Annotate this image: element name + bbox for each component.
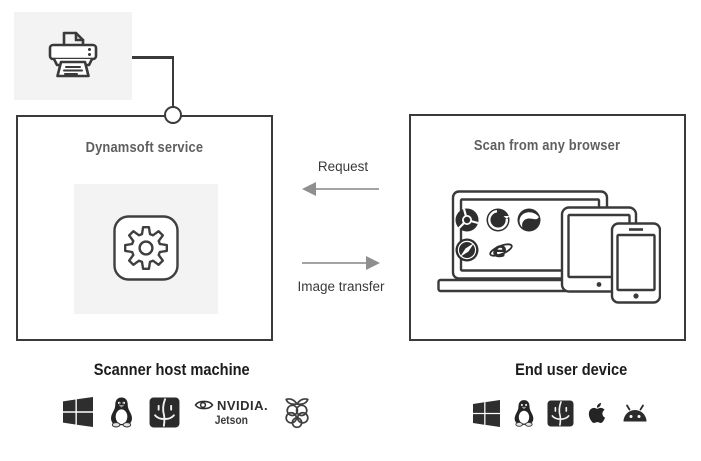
nvidia-jetson-logo: NVIDIA. Jetson [194, 398, 268, 426]
macos-finder-icon [149, 397, 180, 427]
right-box-title: Scan from any browser [474, 137, 621, 154]
devices-illustration: e [437, 190, 661, 304]
end-user-platforms [472, 398, 650, 428]
internet-explorer-icon: e [489, 238, 513, 262]
gear-icon [113, 215, 179, 281]
request-arrowhead-icon [302, 182, 316, 196]
raspberry-pi-icon [285, 398, 309, 429]
jetson-text: Jetson [214, 413, 248, 427]
scanner-host-box: Dynamsoft service [16, 115, 273, 341]
linux-tux-icon [514, 400, 534, 427]
image-transfer-label: Image transfer [297, 279, 385, 294]
windows-icon [63, 397, 93, 427]
browser-icons: e [455, 208, 541, 262]
connector-line-horizontal [132, 56, 173, 59]
android-icon [623, 404, 647, 422]
linux-tux-icon [111, 397, 132, 428]
connector-node [164, 106, 182, 124]
safari-icon [455, 238, 479, 262]
edge-icon [517, 208, 541, 232]
macos-finder-icon [547, 399, 574, 427]
printer-scanner-icon [48, 31, 98, 78]
nvidia-eye-icon [194, 400, 214, 410]
nvidia-brand-text: NVIDIA. [217, 397, 269, 413]
svg-text:e: e [493, 238, 507, 262]
left-box-title: Dynamsoft service [85, 139, 204, 156]
left-caption: Scanner host machine [93, 360, 250, 379]
image-transfer-arrow-shaft [302, 262, 367, 264]
image-transfer-arrowhead-icon [366, 256, 380, 270]
connector-line-vertical [171, 56, 174, 107]
smartphone-icon [610, 222, 661, 304]
printer-panel [14, 12, 132, 100]
request-arrow-shaft [314, 188, 379, 190]
firefox-icon [486, 208, 510, 232]
windows-icon [473, 399, 500, 427]
apple-icon [588, 403, 606, 424]
right-caption: End user device [514, 360, 628, 379]
chrome-icon [455, 208, 479, 232]
scanner-host-platforms: NVIDIA. Jetson [62, 395, 312, 429]
request-label: Request [317, 159, 369, 174]
service-panel [74, 184, 218, 314]
